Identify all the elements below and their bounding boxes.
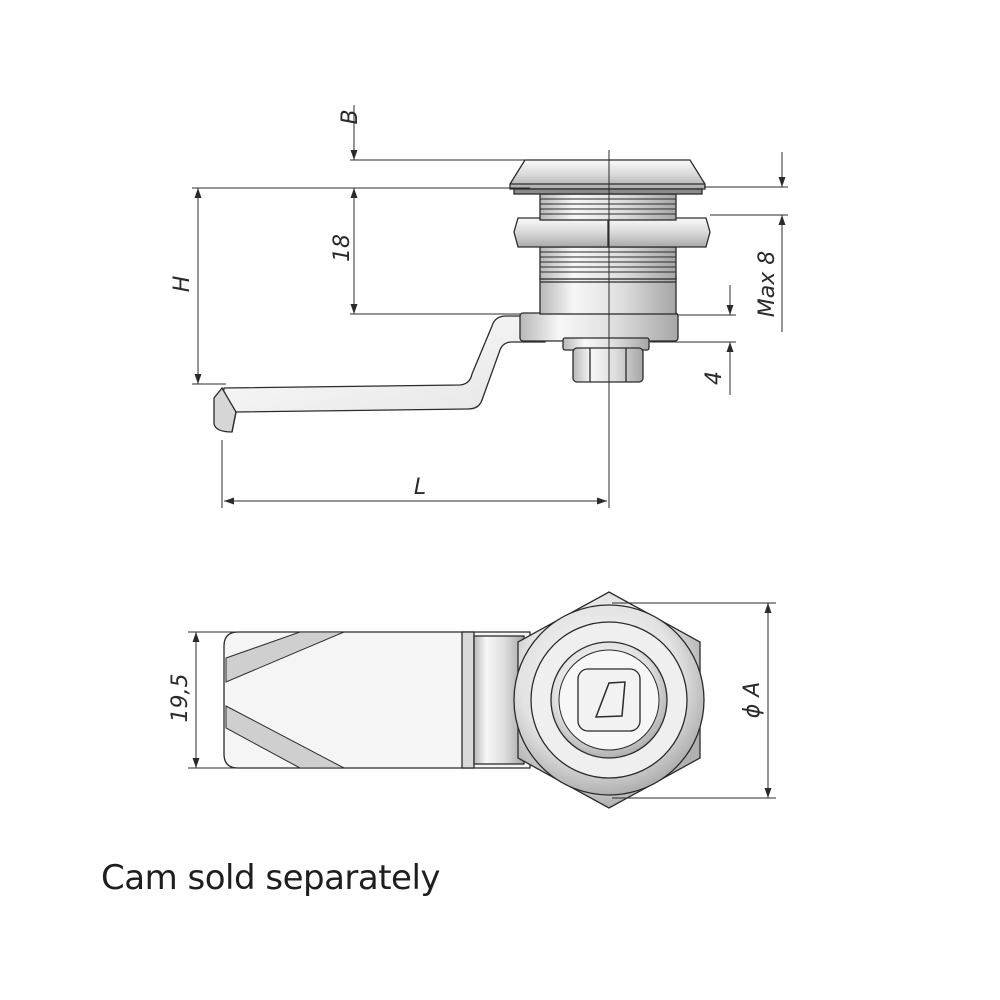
lever-diagonal-upper — [225, 631, 345, 683]
dim-label-max-8: Max 8 — [755, 251, 780, 317]
thread-upper-lines — [540, 198, 676, 215]
triangle-key-face — [577, 668, 641, 732]
washer — [519, 312, 679, 342]
head-gasket — [513, 188, 703, 195]
lever-side — [221, 315, 546, 413]
side-view — [213, 150, 711, 508]
hex-nut — [513, 217, 711, 248]
dim-label-b: B — [338, 109, 363, 124]
dim-label-l: L — [414, 475, 426, 500]
lever-edge — [231, 411, 237, 433]
triangle-key-icon — [594, 681, 626, 718]
top-dimensions — [188, 602, 776, 799]
dim-label-h: H — [170, 276, 195, 293]
dim-label-18: 18 — [330, 234, 355, 262]
lever-diagonal-lower — [225, 705, 345, 769]
thread-lower-lines — [540, 251, 676, 273]
bottom-nut-hex — [572, 347, 644, 383]
dim-label-19-5: 19,5 — [168, 674, 193, 723]
dim-label-diameter-a: ϕ A — [740, 682, 765, 719]
thread-upper — [539, 193, 677, 221]
lever-tip — [213, 386, 237, 433]
caption: Cam sold separately — [101, 858, 441, 898]
side-dimensions — [192, 105, 788, 508]
top-view — [223, 591, 705, 809]
dim-label-4: 4 — [702, 371, 727, 385]
lever-fold — [461, 631, 475, 769]
